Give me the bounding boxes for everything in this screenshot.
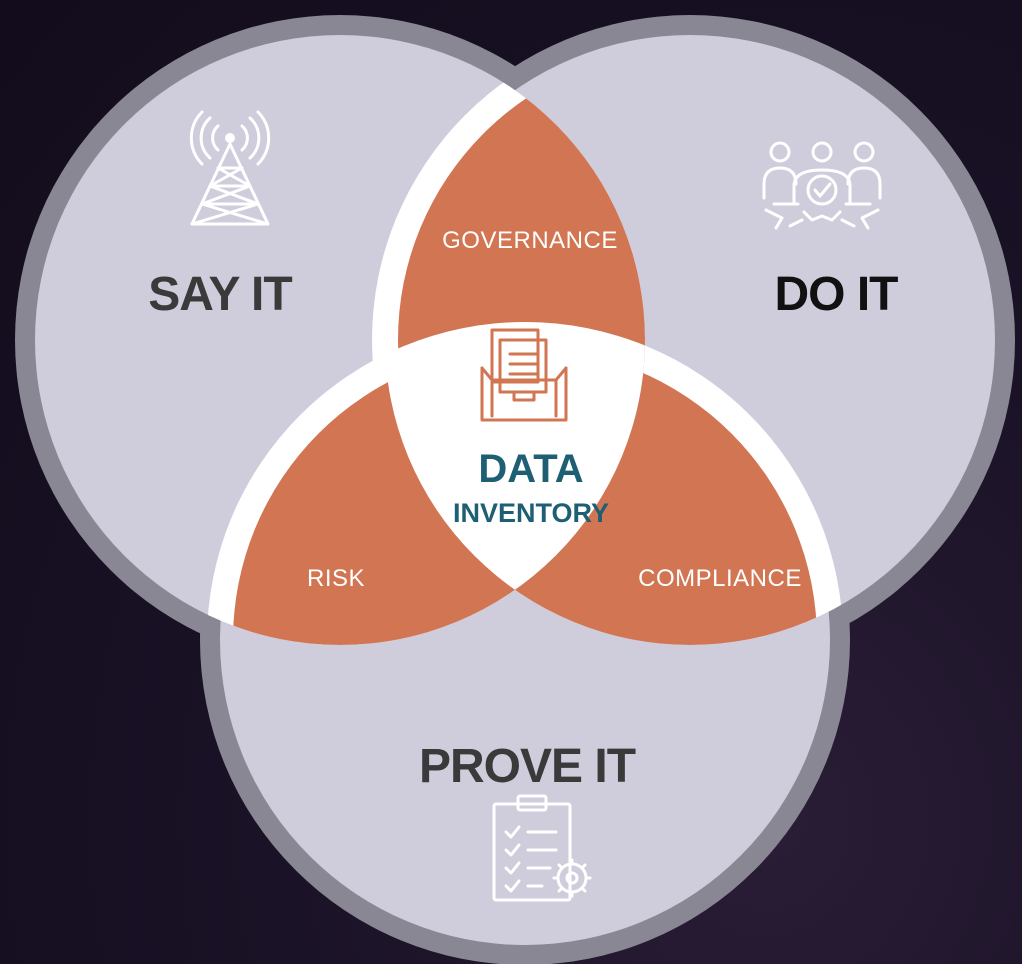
compliance-label: COMPLIANCE [638,565,802,592]
prove-it-label: PROVE IT [419,740,636,793]
center-subtitle: INVENTORY [453,498,609,528]
risk-label: RISK [307,565,365,592]
say-it-label: SAY IT [148,268,292,321]
radio-tower-icon [189,110,271,226]
do-it-label: DO IT [775,268,899,321]
file-box-icon [480,328,568,422]
checklist-clipboard-icon [492,794,592,902]
governance-label: GOVERNANCE [442,227,618,254]
center-title: DATA [478,447,583,491]
team-gear-icon [762,141,882,230]
